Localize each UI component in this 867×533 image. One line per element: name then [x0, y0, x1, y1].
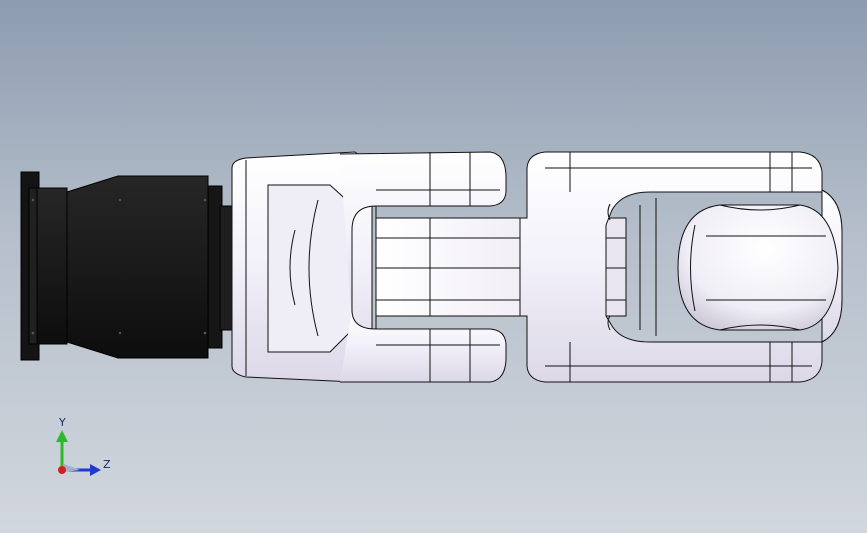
wrist-dome[interactable]	[677, 189, 843, 343]
wrist-sphere[interactable]	[677, 204, 839, 331]
edge-line	[690, 224, 696, 312]
x-axis-dot	[58, 466, 66, 474]
edge-line	[719, 324, 801, 331]
y-axis-label: Y	[58, 416, 66, 429]
link-1[interactable]	[231, 151, 507, 383]
y-axis-arrow-head	[56, 430, 68, 442]
cable-clip	[607, 203, 611, 221]
forearm-frame[interactable]	[519, 151, 823, 383]
z-axis-label: Z	[103, 458, 111, 471]
shoulder-contour	[308, 199, 319, 337]
link-1-fork-bottom	[340, 309, 507, 383]
shoulder-contour	[289, 229, 296, 306]
bolt-icon	[118, 331, 122, 335]
z-axis-arrow-head	[90, 464, 101, 476]
bolt-icon	[31, 198, 35, 202]
edge-line	[719, 204, 801, 211]
motor-body-left	[36, 187, 68, 345]
link-3[interactable]	[519, 151, 823, 383]
base-motor[interactable]	[20, 171, 233, 361]
motor-body-taper	[66, 175, 209, 359]
bolt-icon	[203, 331, 207, 335]
bolt-icon	[118, 198, 122, 202]
link-1-fork-top	[339, 151, 507, 322]
motor-shaft-housing	[219, 205, 233, 331]
bolt-icon	[203, 198, 207, 202]
triad-plane	[64, 464, 80, 472]
cable-clip	[607, 315, 611, 331]
coordinate-triad: Y Z	[56, 416, 111, 476]
shoulder-recess	[267, 184, 353, 353]
bolt-icon	[31, 331, 35, 335]
